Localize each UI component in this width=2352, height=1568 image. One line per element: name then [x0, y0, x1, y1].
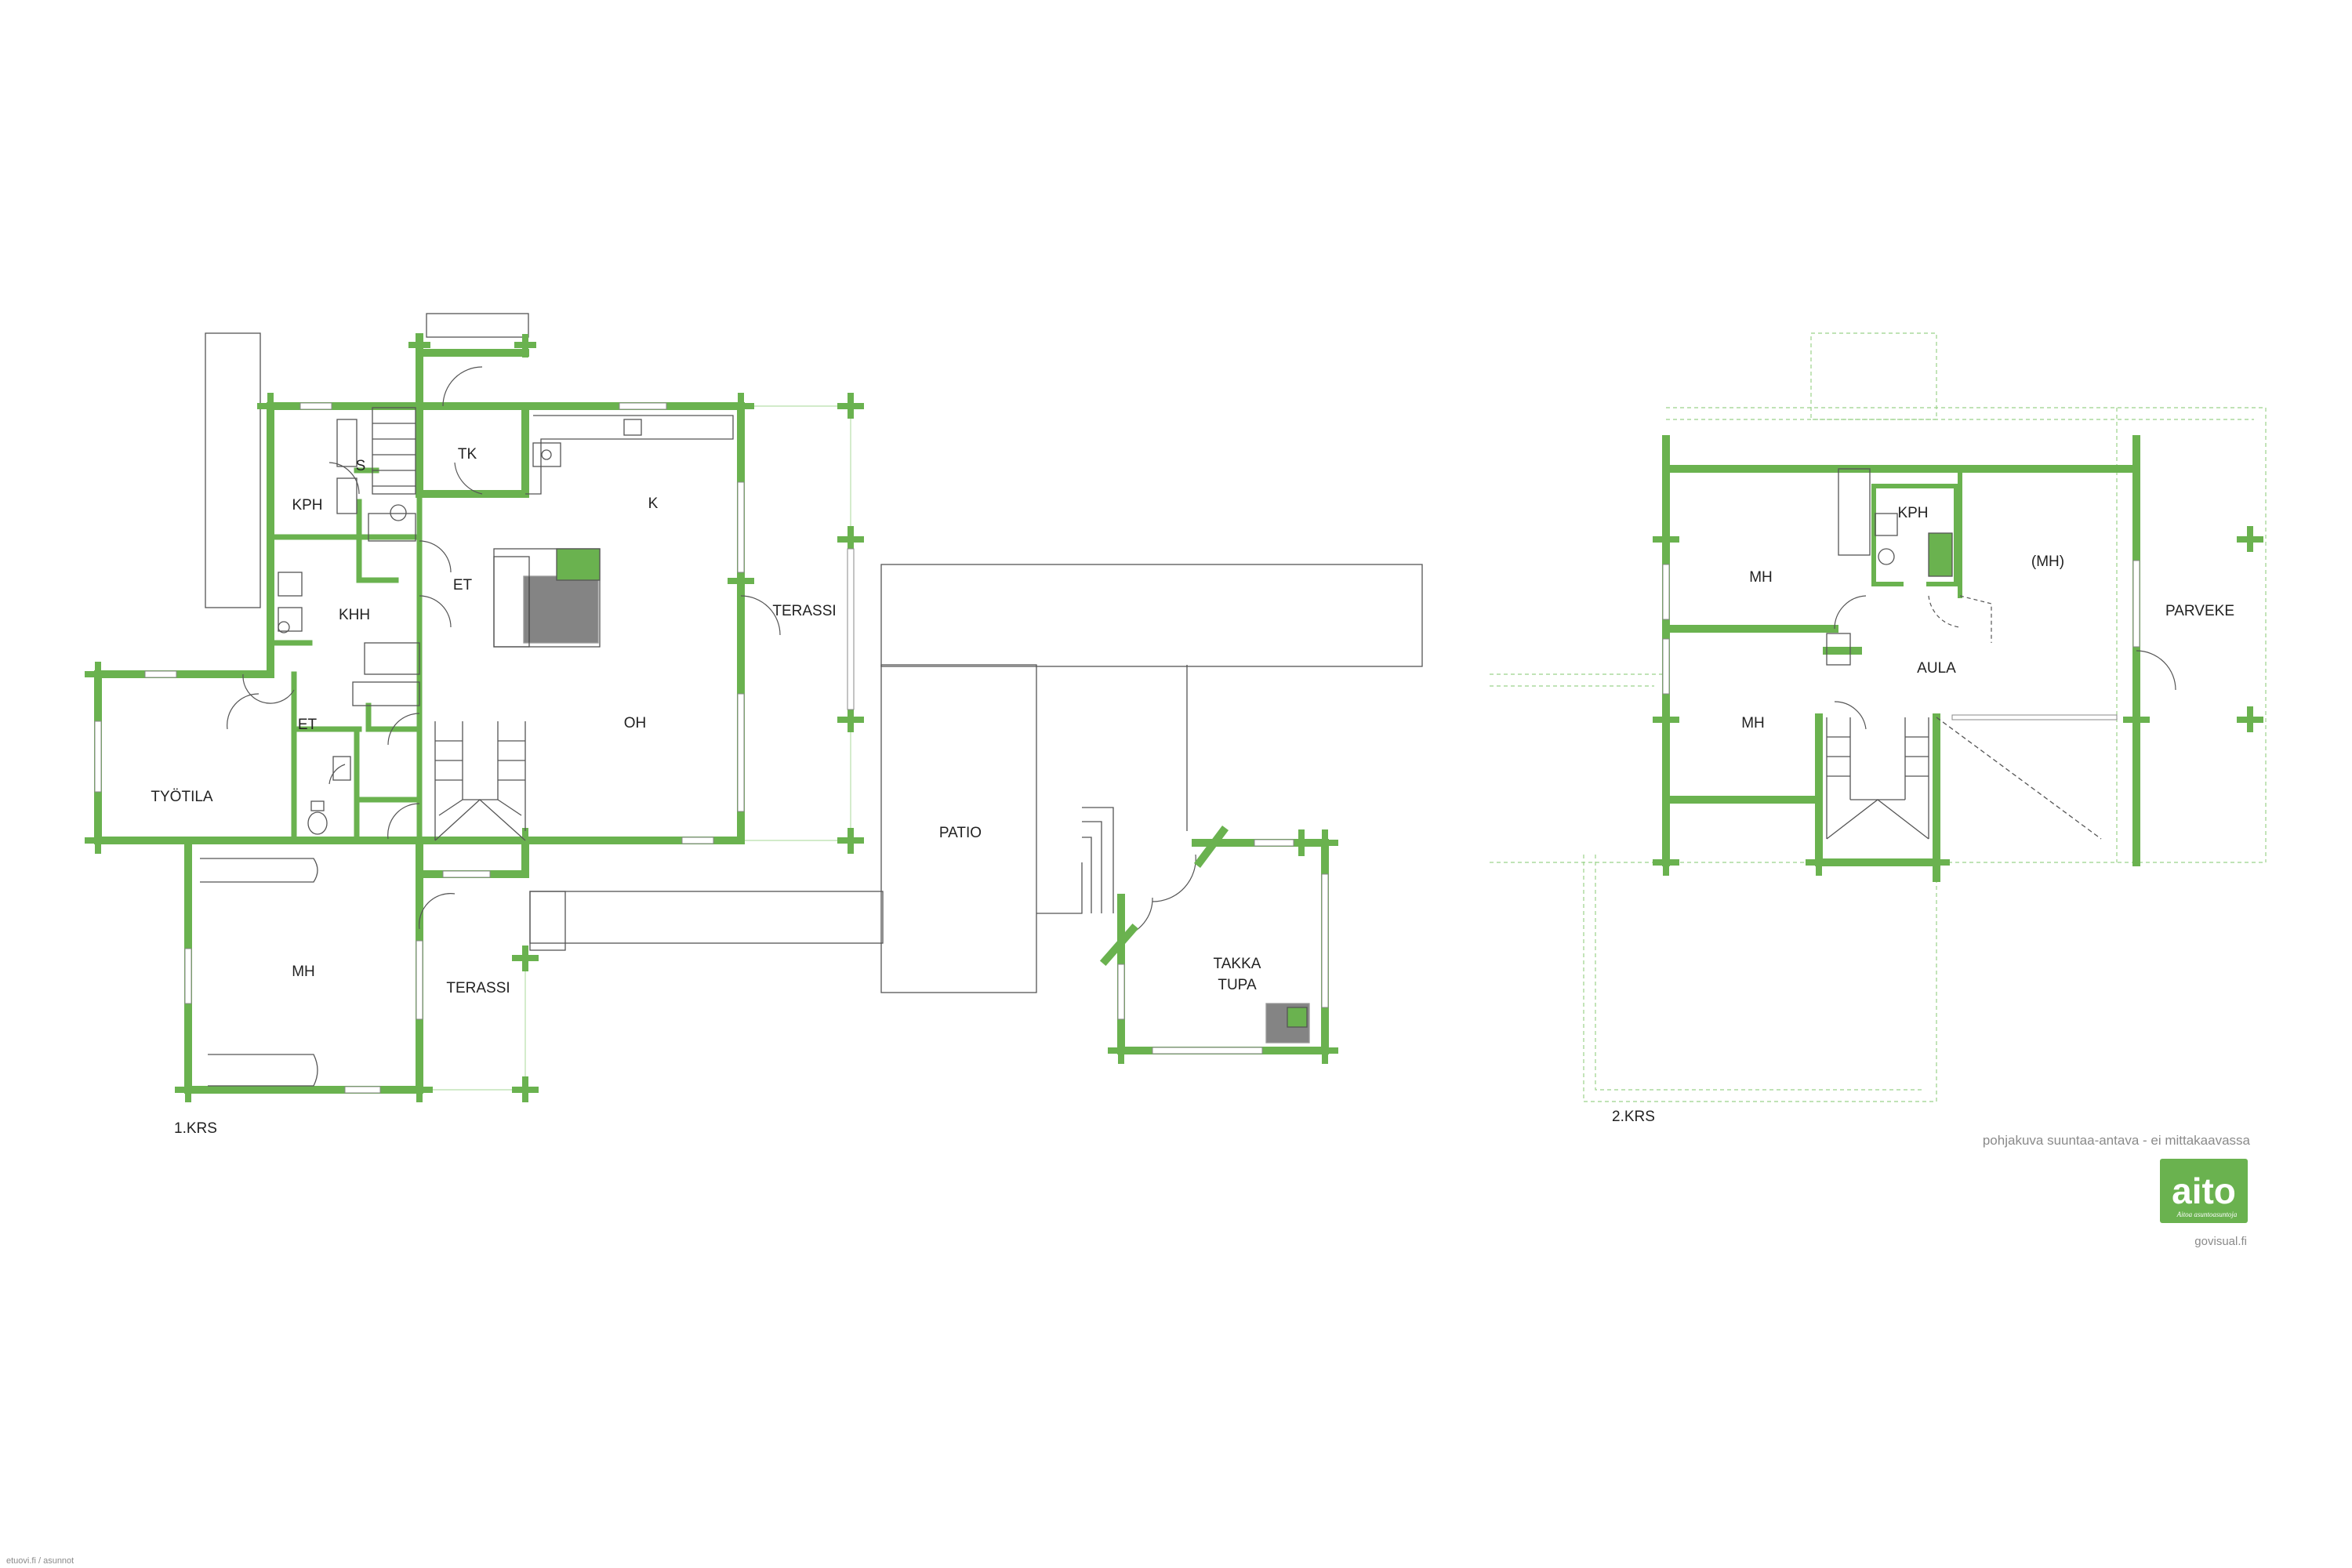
floor-2-plan: KPH MH (MH) PARVEKE AULA MH 2.KRS	[1490, 332, 2267, 1125]
room-label-tk: TK	[458, 446, 477, 463]
floor-1-stairs	[372, 407, 526, 841]
room-label-mh-upper-2: MH	[1749, 569, 1773, 586]
floor-2-windows	[1662, 560, 2140, 720]
room-label-s: S	[356, 458, 366, 474]
patio-outline	[205, 313, 1423, 993]
room-label-kph: KPH	[292, 497, 322, 514]
floor-2-posts	[1653, 526, 2263, 876]
level-label-floor-2: 2.KRS	[1612, 1109, 1655, 1125]
floor-2-doors	[1834, 595, 2176, 730]
room-label-takka-line2: TUPA	[1218, 977, 1257, 993]
room-label-et-lower: ET	[298, 717, 318, 733]
aito-logo: aito Aitoa asuntoasuntoja	[2160, 1159, 2248, 1223]
room-label-terassi-east: TERASSI	[772, 603, 836, 619]
room-label-mh: MH	[292, 964, 315, 980]
room-label-tyotila: TYÖTILA	[151, 789, 213, 805]
floor-2-stairs	[1826, 468, 2102, 840]
room-label-aula-2: AULA	[1917, 660, 1956, 677]
floor-1-interior-walls	[267, 467, 423, 844]
footer-source-note: etuovi.fi / asunnot	[6, 1556, 74, 1566]
disclaimer-text: pohjakuva suuntaa-antava - ei mittakaava…	[1983, 1133, 2251, 1148]
room-label-et-upper: ET	[453, 577, 473, 593]
takka-tupa-posts	[1108, 829, 1338, 1064]
room-label-k: K	[648, 495, 659, 512]
room-label-takka-line1: TAKKA	[1214, 956, 1261, 972]
room-label-kph-2: KPH	[1897, 505, 1928, 521]
room-label-patio: PATIO	[939, 825, 982, 841]
floor-2-room-labels: KPH MH (MH) PARVEKE AULA MH 2.KRS	[1612, 505, 2234, 1125]
room-label-mh-paren-2: (MH)	[2031, 554, 2064, 570]
floor-1-plan: S TK K KPH ET KHH TERASSI OH ET TYÖTILA …	[85, 313, 1423, 1137]
floor-1-doors	[227, 366, 1196, 938]
floor-1-corner-posts	[85, 334, 864, 1102]
floor-1-fixtures	[200, 415, 1310, 1087]
credit-text: govisual.fi	[2194, 1235, 2247, 1248]
floor-1-room-labels: S TK K KPH ET KHH TERASSI OH ET TYÖTILA …	[151, 446, 1261, 1137]
room-label-khh: KHH	[339, 607, 370, 623]
floor-1-windows	[94, 402, 855, 1094]
room-label-oh: OH	[624, 715, 647, 731]
level-label-floor-1: 1.KRS	[174, 1120, 217, 1137]
room-label-terassi-south: TERASSI	[446, 980, 510, 996]
logo-text: aito	[2172, 1171, 2236, 1211]
logo-tagline: Aitoa asuntoasuntoja	[2176, 1210, 2238, 1218]
room-label-mh-lower-2: MH	[1741, 715, 1765, 731]
takka-tupa-windows	[1117, 839, 1329, 1054]
floor-2-interior-walls	[1871, 466, 1962, 598]
room-label-parveke-2: PARVEKE	[2165, 603, 2234, 619]
